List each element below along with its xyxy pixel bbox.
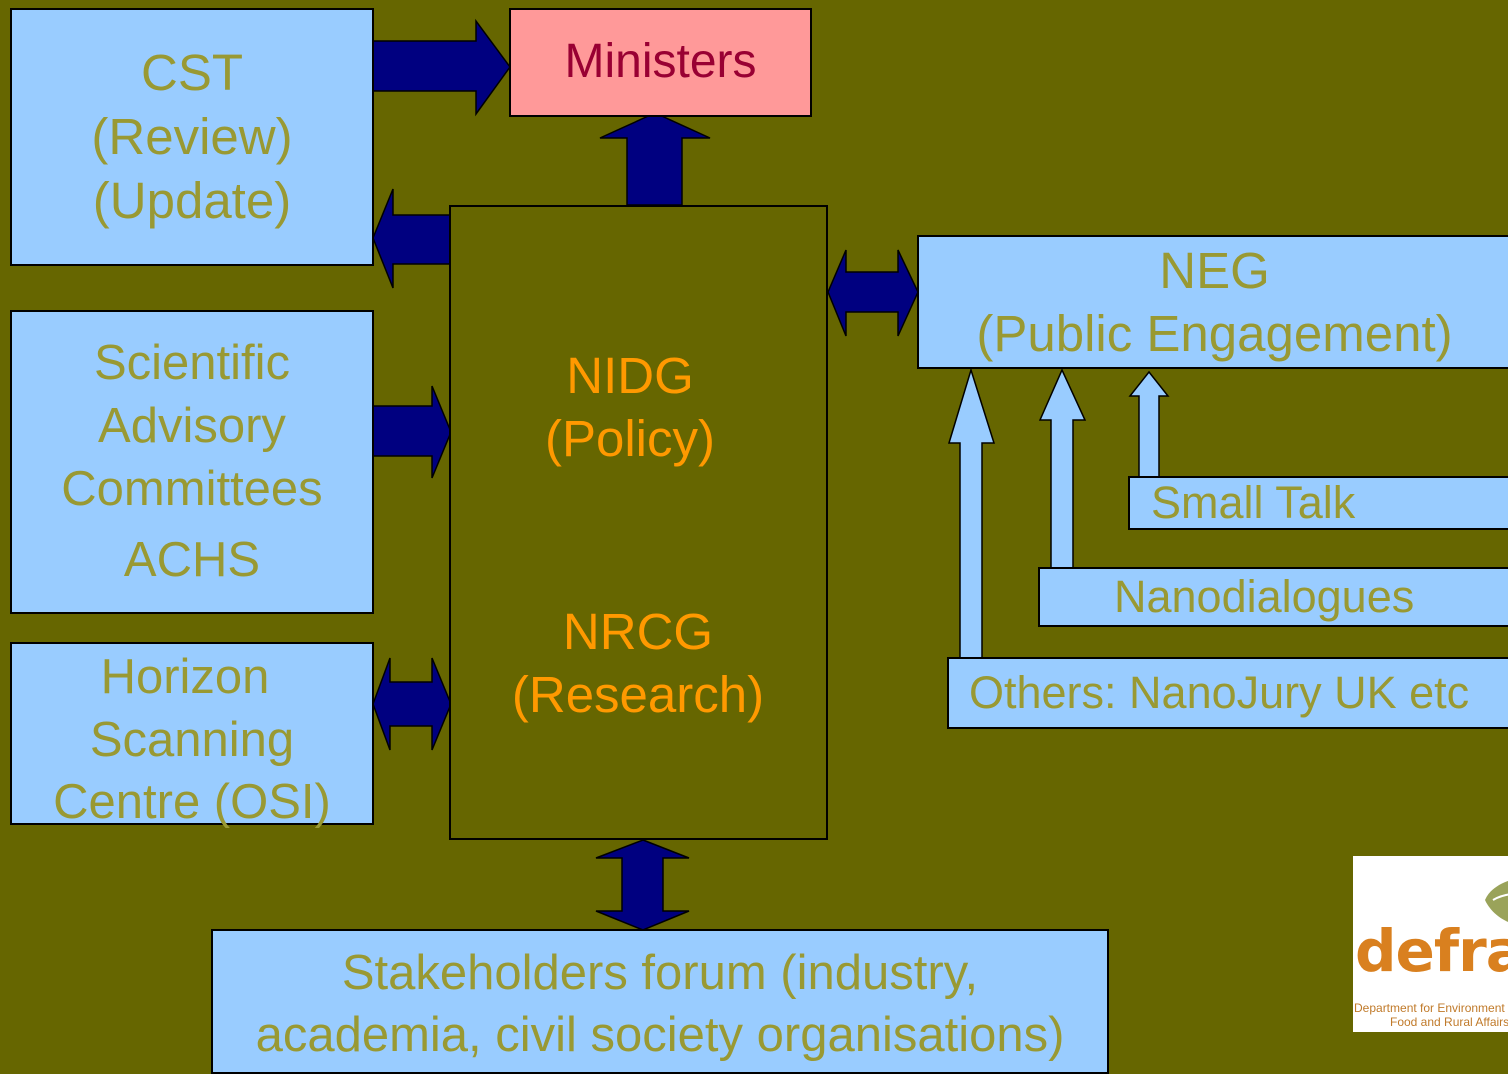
nidg-label: NIDG (Policy) — [520, 345, 740, 470]
arrow-center-neg — [827, 249, 919, 337]
arrow-sac-to-center — [372, 385, 452, 479]
neg-role: (Public Engagement) — [976, 305, 1453, 362]
horizon-line1: Horizon — [100, 650, 270, 704]
horizon-line2: Scanning — [89, 712, 295, 767]
others-label: Others: NanoJury UK etc — [969, 666, 1470, 718]
small-talk-label: Small Talk — [1151, 476, 1356, 528]
nanodialogues-label: Nanodialogues — [1114, 570, 1415, 622]
nanodialogues-box: Nanodialogues — [1038, 567, 1508, 627]
stakeholders-line1: Stakeholders forum (industry, — [341, 946, 979, 1000]
scientific-advisory-committees-box: Scientific Advisory Committees ACHS — [10, 310, 374, 614]
small-talk-box: Small Talk — [1128, 476, 1508, 530]
arrow-horizon-center — [372, 657, 452, 751]
ministers-label: Ministers — [564, 35, 757, 89]
nrcg-role: (Research) — [511, 665, 765, 723]
stakeholders-forum-box: Stakeholders forum (industry, academia, … — [211, 929, 1109, 1074]
others-box: Others: NanoJury UK etc — [947, 657, 1508, 729]
sac-line1: Scientific — [93, 335, 291, 390]
arrow-center-to-cst — [372, 188, 452, 289]
sac-achs: ACHS — [123, 533, 261, 588]
nrcg-name: NRCG — [562, 603, 714, 660]
defra-wordmark: defra — [1355, 917, 1508, 985]
nrcg-label: NRCG (Research) — [488, 601, 788, 726]
defra-subtitle-1: Department for Environment — [1354, 1001, 1505, 1015]
sac-line2: Advisory — [98, 398, 286, 453]
arrow-others-to-neg — [947, 367, 996, 659]
neg-box: NEG (Public Engagement) — [917, 235, 1508, 369]
leaf-icon — [1485, 880, 1508, 922]
arrow-cst-to-ministers — [372, 18, 511, 117]
horizon-scanning-box: Horizon Scanning Centre (OSI) — [10, 642, 374, 829]
arrow-nanodialogues-to-neg — [1038, 368, 1087, 569]
horizon-line3: Centre (OSI) — [53, 775, 331, 830]
stakeholders-line2: academia, civil society organisations) — [255, 1008, 1065, 1063]
cst-review: (Review) — [91, 107, 293, 165]
cst-name: CST — [141, 43, 243, 101]
arrow-center-stakeholders — [595, 839, 690, 931]
nidg-role: (Policy) — [544, 409, 715, 467]
cst-update: (Update) — [92, 172, 292, 230]
nidg-name: NIDG — [566, 347, 694, 404]
defra-logo: defra Department for Environment Food an… — [1353, 856, 1508, 1032]
sac-line3: Committees — [61, 462, 323, 516]
defra-subtitle-2: Food and Rural Affairs — [1390, 1015, 1508, 1029]
ministers-box: Ministers — [509, 8, 812, 117]
nidg-nrcg-box — [449, 205, 828, 840]
cst-box: CST (Review) (Update) — [10, 8, 374, 266]
arrow-smalltalk-to-neg — [1128, 370, 1170, 478]
arrow-center-to-ministers — [599, 112, 711, 206]
neg-name: NEG — [1159, 241, 1270, 299]
